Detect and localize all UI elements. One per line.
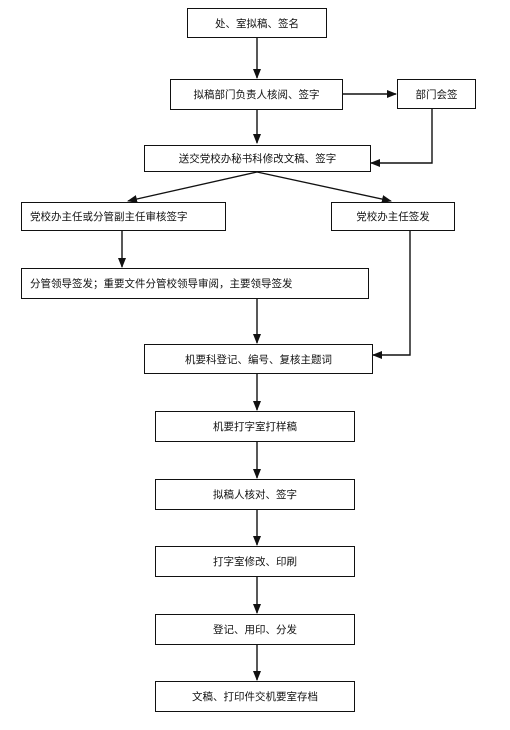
node-drafter-check: 拟稿人核对、签字	[155, 479, 355, 510]
node-typing-print: 打字室修改、印刷	[155, 546, 355, 577]
node-director-or-deputy-review: 党校办主任或分管副主任审核签字	[21, 202, 226, 231]
edge-n6-n8	[372, 231, 411, 359]
node-archive: 文稿、打印件交机要室存档	[155, 681, 355, 712]
edge-n3-n4	[370, 109, 433, 167]
node-dept-head-review: 拟稿部门负责人核阅、签字	[170, 79, 343, 110]
node-leader-issue: 分管领导签发；重要文件分管校领导审阅，主要领导签发	[21, 268, 369, 299]
node-dept-countersign: 部门会签	[397, 79, 476, 109]
node-draft-and-sign: 处、室拟稿、签名	[187, 8, 327, 38]
node-typing-proof: 机要打字室打样稿	[155, 411, 355, 442]
edge-n4-n6	[256, 171, 392, 204]
node-secretary-section-revise: 送交党校办秘书科修改文稿、签字	[144, 145, 371, 172]
node-director-issue: 党校办主任签发	[331, 202, 455, 231]
node-register-seal-distribute: 登记、用印、分发	[155, 614, 355, 645]
edge-n4-n5	[127, 171, 258, 203]
node-confidential-register: 机要科登记、编号、复核主题词	[144, 344, 373, 374]
